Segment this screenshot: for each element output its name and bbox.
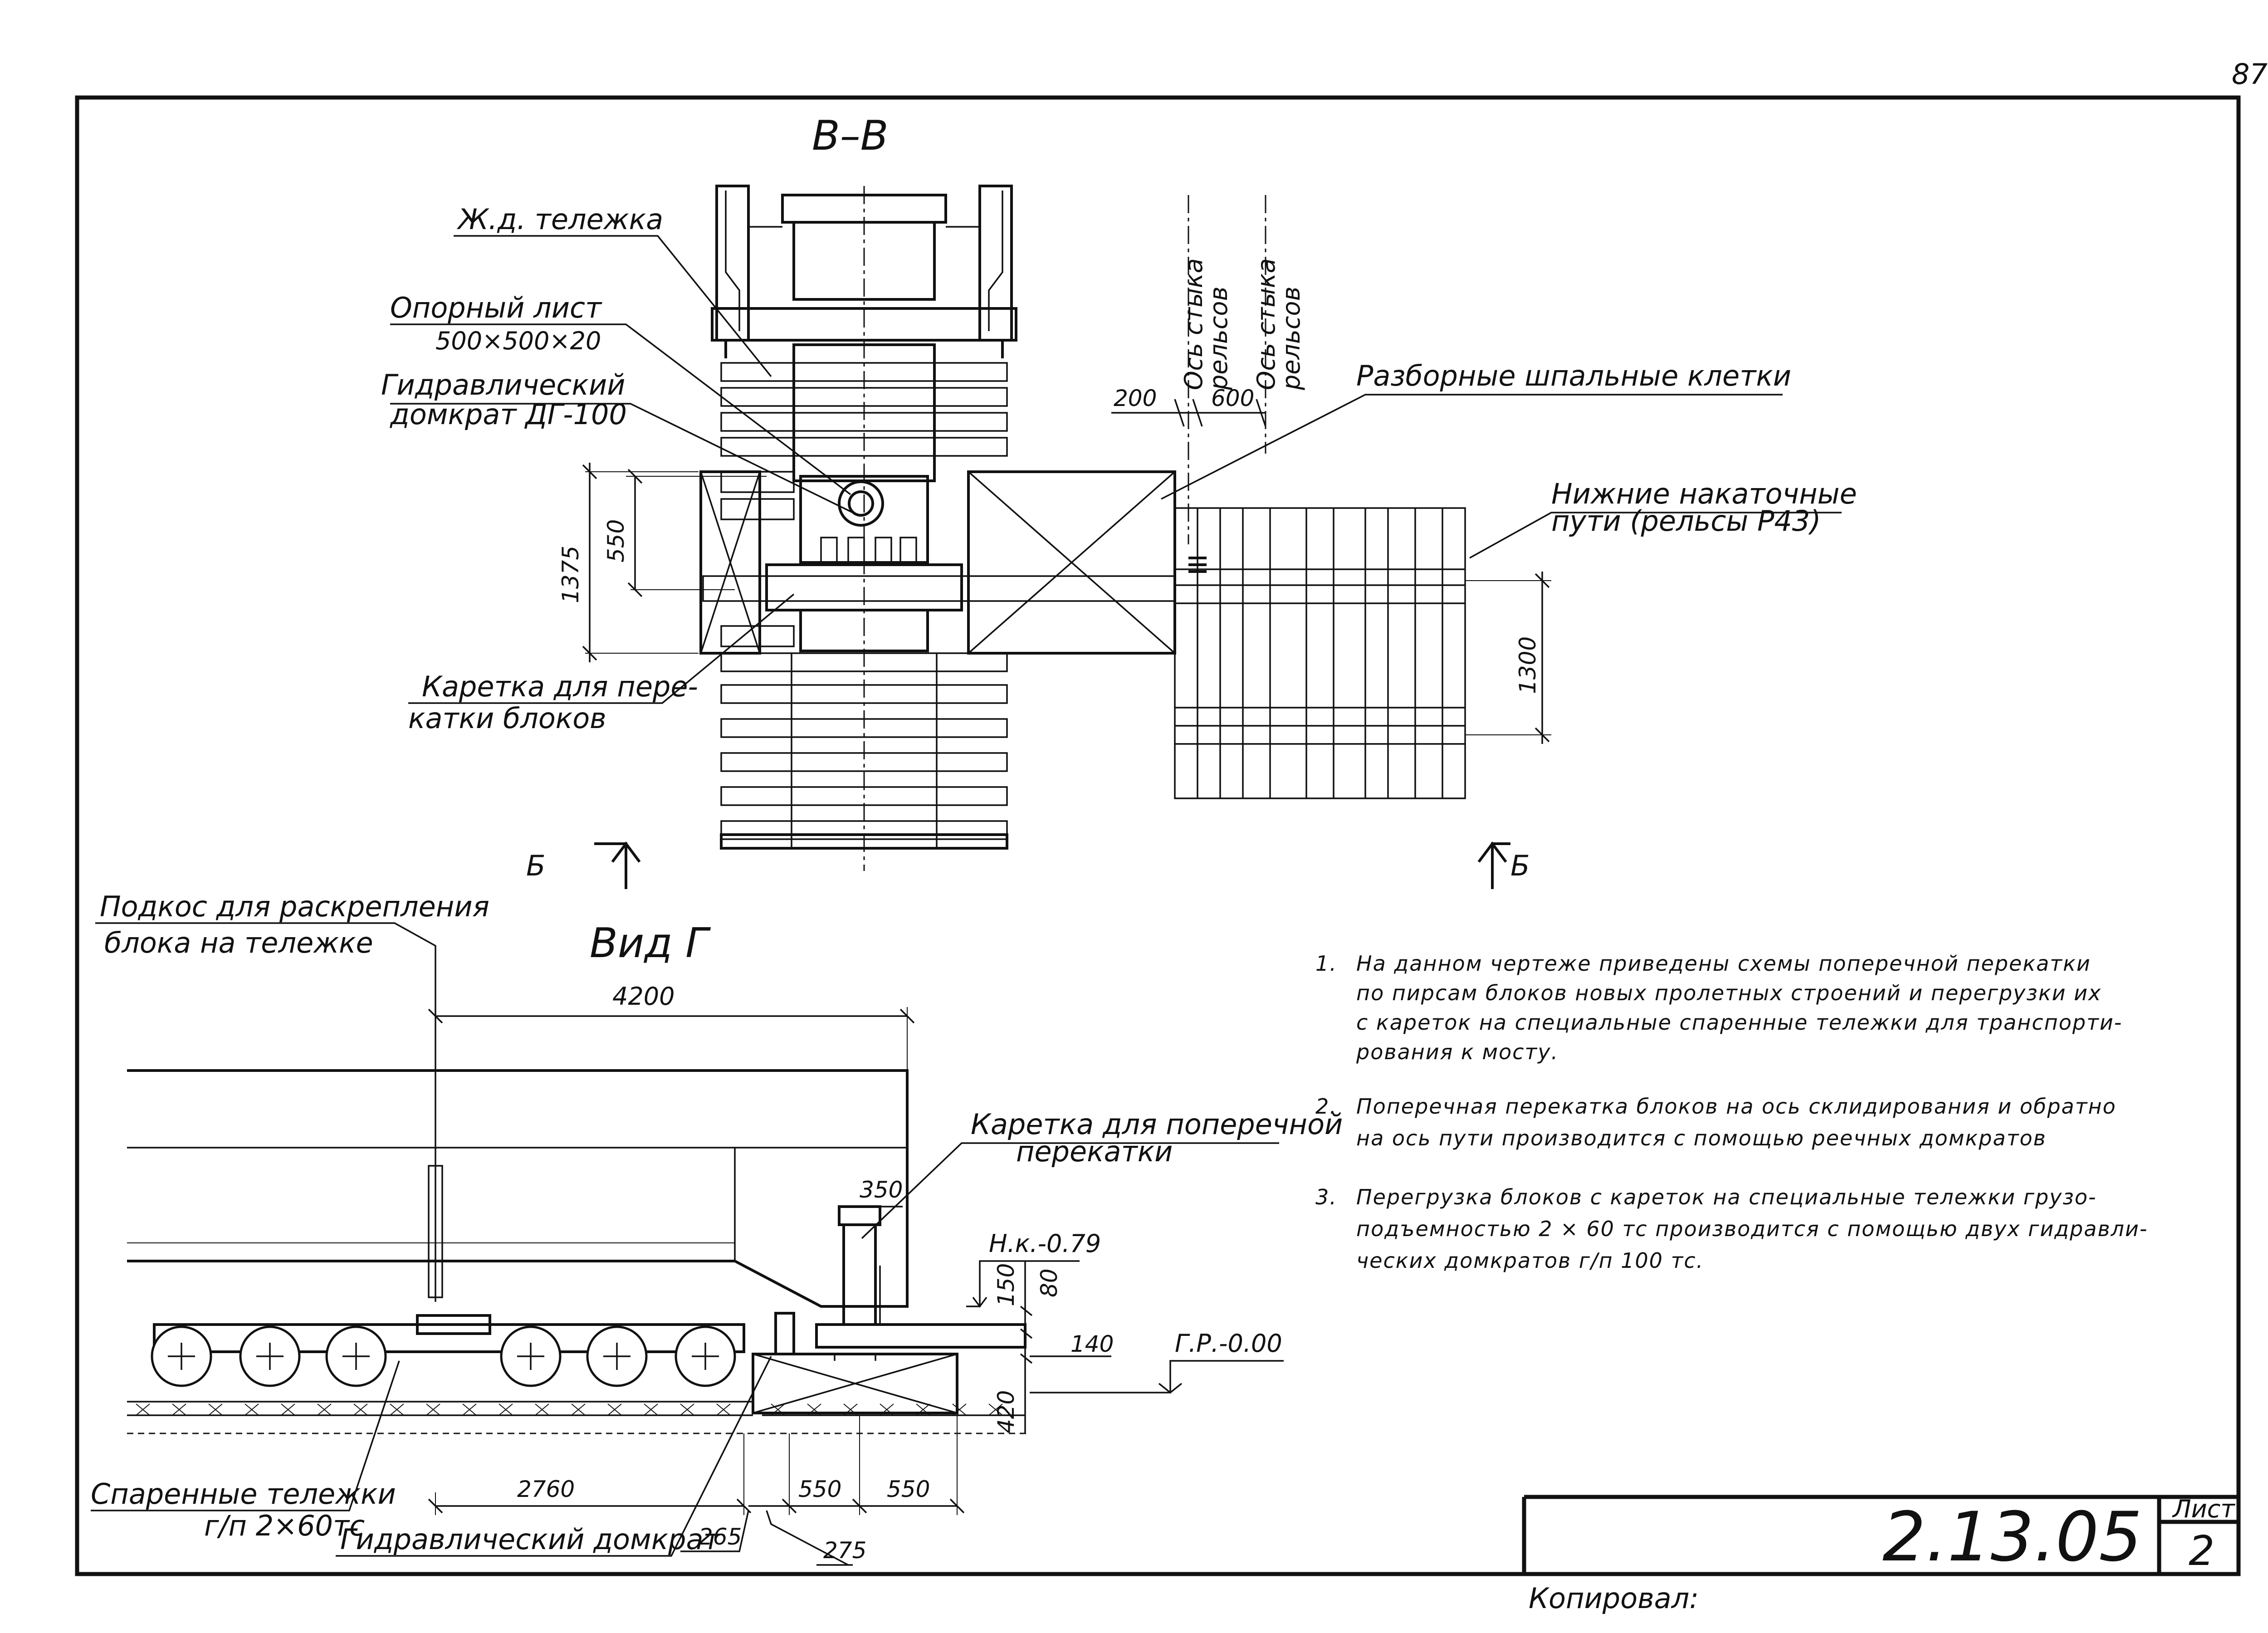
note-1-line-3: с кареток на специальные спаренные тележ… [1356, 1010, 2122, 1035]
label-jack-line1: Гидравлический [381, 368, 625, 401]
note-1-line-2: по пирсам блоков новых пролетных строени… [1356, 981, 2102, 1005]
dim-150: 150 [993, 1263, 1019, 1306]
view-g: Вид Г Подкос для раскрепления блока на т… [91, 890, 1343, 1566]
twin-bogies [151, 1314, 745, 1387]
note-3-line-3: ческих домкратов г/п 100 тс. [1356, 1248, 1704, 1273]
sheet-label: Лист [2172, 1495, 2235, 1523]
dim-600: 600 [1211, 385, 1254, 411]
dim-140: 140 [1070, 1331, 1114, 1357]
note-3-line-1: Перегрузка блоков с кареток на специальн… [1356, 1185, 2097, 1209]
note-1-num: 1. [1315, 951, 1337, 976]
label-support-plate-size: 500×500×20 [435, 327, 601, 355]
rail-joint-axis-1-line2: рельсов [1204, 287, 1233, 391]
dim-350: 350 [860, 1177, 903, 1203]
copied-by: Копировал: [1529, 1582, 1699, 1615]
dim-80: 80 [1036, 1268, 1062, 1297]
drawing-code: 2.13.05 [1882, 1498, 2142, 1577]
left-crib [699, 470, 795, 655]
dim-420: 420 [993, 1390, 1019, 1433]
label-jack-line2: домкрат ДГ-100 [390, 398, 627, 431]
rail-joint-axis-2-line2: рельсов [1277, 287, 1305, 391]
level-gr: Г.Р.-0.00 [1175, 1329, 1282, 1358]
rail-joint-axis-2-line1: Ось стыка [1252, 258, 1281, 390]
level-hk: Н.к.-0.79 [989, 1229, 1101, 1258]
sheet-border [75, 95, 2241, 1576]
svg-text:Б: Б [1510, 849, 1530, 882]
dim-275: 275 [823, 1537, 866, 1564]
right-crib [967, 470, 1176, 655]
label-rail-bogie: Ж.д. тележка [456, 203, 663, 236]
girder-block [127, 1069, 909, 1308]
jack-icon [838, 480, 884, 527]
label-cross-carriage-line1: Каретка для поперечной [971, 1108, 1343, 1141]
section-bb: В–В [381, 112, 1857, 889]
label-support-plate: Опорный лист [390, 291, 602, 324]
label-hydraulic-jack: Гидравлический домкрат [340, 1523, 720, 1556]
cross-carriage [774, 1205, 1026, 1361]
view-g-title: Вид Г [590, 919, 711, 967]
notes-block: 1. На данном чертеже приведены схемы поп… [1315, 951, 2148, 1273]
note-1-line-4: рования к мосту. [1356, 1040, 1559, 1064]
dim-550-a: 550 [798, 1476, 841, 1502]
label-rolling-tracks-line1: Нижние накаточные [1551, 477, 1857, 510]
label-rolling-tracks-line2: пути (рельсы Р43) [1551, 504, 1821, 538]
label-cross-carriage-line2: перекатки [1016, 1135, 1173, 1168]
label-twin-bogies-line1: Спаренные тележки [91, 1477, 396, 1511]
label-brace-line1: Подкос для раскрепления [100, 890, 489, 923]
label-sleeper-cribs: Разборные шпальные клетки [1356, 359, 1791, 392]
dim-550-b: 550 [887, 1476, 930, 1502]
note-2-line-2: на ось пути производится с помощью реечн… [1356, 1126, 2047, 1150]
title-block: 2.13.05 Лист 2 Копировал: [1522, 1495, 2239, 1615]
note-1-line-1: На данном чертеже приведены схемы попере… [1356, 951, 2091, 976]
dim-200: 200 [1114, 385, 1157, 411]
rolling-tracks-grid [1174, 507, 1466, 799]
dim-2760: 2760 [517, 1476, 575, 1502]
dim-1300: 1300 [1515, 636, 1541, 694]
label-brace-line2: блока на тележке [104, 926, 373, 959]
section-mark-left: Б [526, 841, 641, 889]
dim-4200: 4200 [612, 982, 675, 1011]
dim-1375: 1375 [557, 546, 584, 603]
rail-joint-axis-1-line1: Ось стыка [1179, 258, 1208, 390]
note-3-num: 3. [1315, 1185, 1337, 1209]
note-2-line-1: Поперечная перекатка блоков на ось склид… [1356, 1094, 2116, 1119]
section-mark-right: Б [1477, 841, 1530, 889]
note-3-line-2: подъемностью 2 × 60 тс производится с по… [1356, 1217, 2148, 1241]
page-number: 87 [2232, 58, 2268, 91]
note-2-num: 2. [1315, 1094, 1337, 1119]
dim-265: 265 [699, 1524, 742, 1550]
label-carriage-line2: катки блоков [408, 702, 606, 735]
sheet-number: 2 [2189, 1527, 2214, 1575]
svg-text:Б: Б [526, 849, 546, 882]
label-twin-bogies-line2: г/п 2×60тс [204, 1509, 365, 1542]
track-ground [127, 1401, 1030, 1434]
label-carriage-line1: Каретка для пере- [422, 670, 698, 703]
pier-crib [752, 1353, 1025, 1416]
section-bb-title: В–В [812, 112, 889, 160]
dim-550: 550 [603, 519, 629, 562]
